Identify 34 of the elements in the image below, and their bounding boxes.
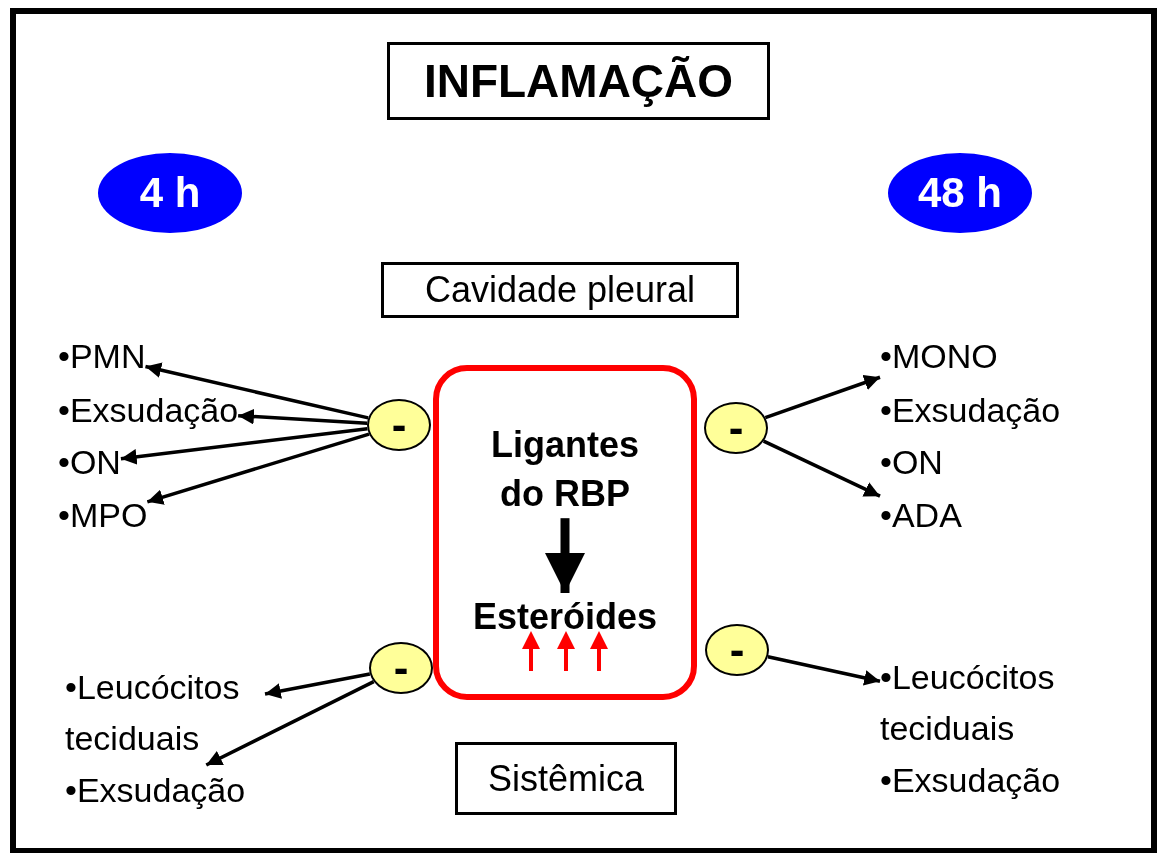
arrow bbox=[146, 432, 370, 505]
inhibition-circle: - bbox=[367, 399, 431, 451]
arrow bbox=[238, 408, 368, 425]
arrow bbox=[544, 518, 586, 593]
location-box: Sistêmica bbox=[455, 742, 677, 815]
arrow bbox=[145, 362, 369, 420]
bullet-item: •MONO bbox=[880, 331, 998, 382]
arrow bbox=[264, 672, 371, 699]
bullet-item: •Exsudação bbox=[58, 385, 239, 436]
bullet-item: •Leucócitos teciduais bbox=[65, 662, 265, 764]
arrow bbox=[205, 680, 375, 767]
inhibition-circle: - bbox=[704, 402, 768, 454]
bullet-item: •PMN bbox=[58, 331, 146, 382]
bullet-item: •Exsudação bbox=[65, 765, 246, 816]
bullet-item: •ON bbox=[880, 437, 943, 488]
bullet-item: •ON bbox=[58, 437, 121, 488]
time-ellipse: 48 h bbox=[888, 153, 1032, 233]
inhibition-circle: - bbox=[369, 642, 433, 694]
bullet-item: •ADA bbox=[880, 490, 962, 541]
inhibition-circle: - bbox=[705, 624, 769, 676]
title-box: INFLAMAÇÃO bbox=[387, 42, 770, 120]
bullet-item: •MPO bbox=[58, 490, 148, 541]
bold-label: Ligantes do RBP bbox=[475, 421, 655, 519]
arrow bbox=[120, 427, 368, 465]
bullet-item: •Exsudação bbox=[880, 755, 1061, 806]
arrow bbox=[767, 655, 881, 686]
bullet-item: •Leucócitos teciduais bbox=[880, 652, 1080, 754]
time-ellipse: 4 h bbox=[98, 153, 242, 233]
arrow bbox=[764, 375, 881, 420]
rounded-box bbox=[433, 365, 697, 700]
location-box: Cavidade pleural bbox=[381, 262, 739, 318]
bullet-item: •Exsudação bbox=[880, 385, 1061, 436]
bold-label: Esteróides bbox=[439, 593, 691, 642]
arrow bbox=[762, 439, 881, 498]
